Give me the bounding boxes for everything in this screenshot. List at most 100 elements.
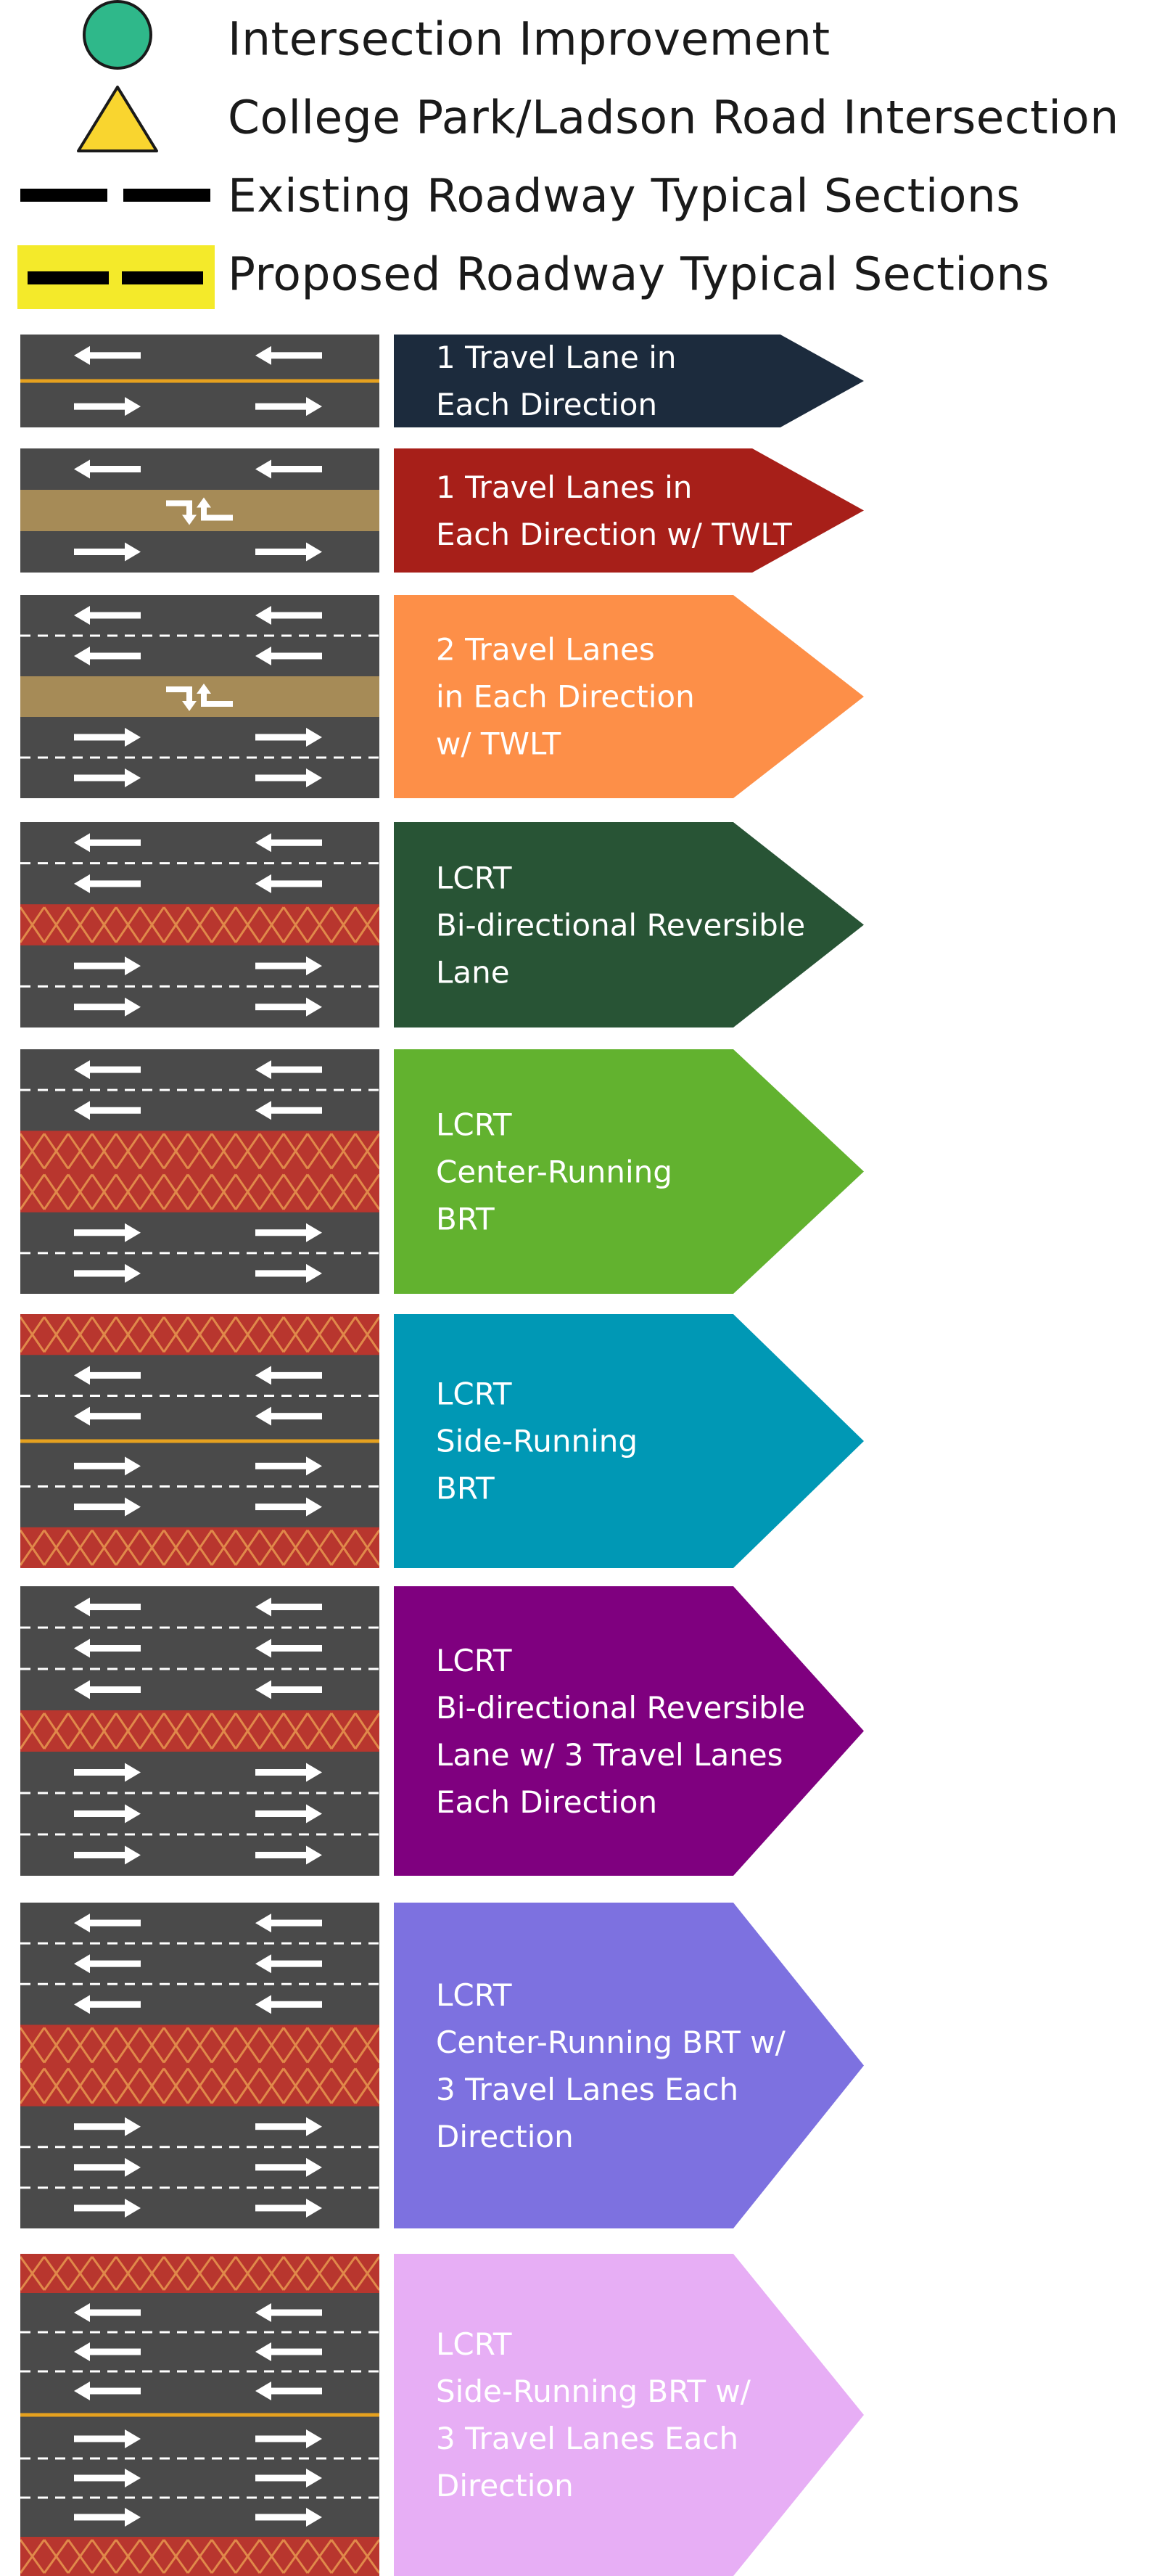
section-lcrt-reversible: LCRT Bi-directional Reversible Lane xyxy=(20,822,883,1027)
transit-lane xyxy=(20,1710,379,1752)
westbound-arrow-icon xyxy=(255,1680,322,1699)
eastbound-arrow-icon xyxy=(255,997,322,1017)
eastbound-arrow-icon xyxy=(74,768,141,787)
twlt-median xyxy=(20,676,379,717)
eastbound-arrow-icon xyxy=(74,956,141,976)
section-label: 2 Travel Lanes in Each Direction w/ TWLT xyxy=(394,595,886,798)
roadway-cross-section xyxy=(20,1903,379,2228)
section-label: LCRT Center-Running BRT w/ 3 Travel Lane… xyxy=(394,1903,886,2228)
westbound-arrow-icon xyxy=(74,1366,141,1385)
eastbound-arrow-icon xyxy=(74,2117,141,2136)
westbound-arrow-icon xyxy=(74,1638,141,1658)
legend-label: College Park/Ladson Road Intersection xyxy=(228,91,1119,144)
eastbound-arrow-icon xyxy=(255,1497,322,1517)
westbound-arrow-icon xyxy=(74,1101,141,1120)
section-lcrt-reversible-3-lanes: LCRT Bi-directional Reversible Lane w/ 3… xyxy=(20,1586,883,1876)
section-lcrt-side-brt-3-lanes: LCRT Side-Running BRT w/ 3 Travel Lanes … xyxy=(20,2254,883,2576)
westbound-arrow-icon xyxy=(74,2342,141,2362)
eastbound-arrow-icon xyxy=(255,397,322,417)
eastbound-arrow-icon xyxy=(74,1763,141,1782)
westbound-arrow-icon xyxy=(74,459,141,479)
eastbound-arrow-icon xyxy=(74,2429,141,2448)
westbound-arrow-icon xyxy=(255,1366,322,1385)
westbound-arrow-icon xyxy=(255,1913,322,1933)
section-1-lane-twlt: 1 Travel Lanes in Each Direction w/ TWLT xyxy=(20,448,883,573)
westbound-arrow-icon xyxy=(74,606,141,625)
twlt-median xyxy=(20,490,379,531)
legend-item: Existing Roadway Typical Sections xyxy=(0,157,1154,235)
eastbound-arrow-icon xyxy=(255,1263,322,1283)
section-label: LCRT Side-Running BRT xyxy=(394,1314,886,1568)
section-label-text: 1 Travel Lanes in Each Direction w/ TWLT xyxy=(436,469,792,552)
westbound-arrow-icon xyxy=(74,1913,141,1933)
westbound-arrow-icon xyxy=(74,1060,141,1080)
westbound-arrow-icon xyxy=(74,2303,141,2323)
eastbound-arrow-icon xyxy=(74,997,141,1017)
roadway-cross-section xyxy=(20,448,379,573)
eastbound-arrow-icon xyxy=(74,2157,141,2177)
transit-lane xyxy=(20,1171,379,1213)
transit-lane xyxy=(20,1314,379,1355)
eastbound-arrow-icon xyxy=(255,2507,322,2527)
eastbound-arrow-icon xyxy=(255,1804,322,1824)
eastbound-arrow-icon xyxy=(74,728,141,747)
transit-lane xyxy=(20,2254,379,2294)
center-line xyxy=(20,1439,379,1443)
section-label-text: 2 Travel Lanes in Each Direction w/ TWLT xyxy=(436,631,695,762)
two-way-left-turn-icon xyxy=(166,497,233,525)
roadway-cross-section xyxy=(20,822,379,1027)
legend-item: Proposed Roadway Typical Sections xyxy=(0,235,1154,313)
eastbound-arrow-icon xyxy=(74,2198,141,2218)
transit-lane xyxy=(20,2536,379,2576)
eastbound-arrow-icon xyxy=(74,1263,141,1283)
roadway-cross-section xyxy=(20,2254,379,2576)
section-label-text: LCRT Center-Running BRT xyxy=(436,1107,672,1236)
westbound-arrow-icon xyxy=(255,1995,322,2014)
intersection-triangle-icon xyxy=(0,78,218,157)
eastbound-arrow-icon xyxy=(255,2198,322,2218)
legend-label: Existing Roadway Typical Sections xyxy=(228,169,1021,223)
westbound-arrow-icon xyxy=(74,345,141,365)
proposed-dashed-line-icon xyxy=(0,235,218,313)
westbound-arrow-icon xyxy=(255,606,322,625)
legend-label: Proposed Roadway Typical Sections xyxy=(228,247,1050,301)
westbound-arrow-icon xyxy=(74,1995,141,2014)
section-label-text: LCRT Bi-directional Reversible Lane xyxy=(436,860,806,990)
eastbound-arrow-icon xyxy=(74,1804,141,1824)
eastbound-arrow-icon xyxy=(255,542,322,562)
section-label-text: LCRT Center-Running BRT w/ 3 Travel Lane… xyxy=(436,1977,786,2154)
westbound-arrow-icon xyxy=(255,459,322,479)
transit-lane xyxy=(20,1527,379,1568)
section-label: 1 Travel Lane in Each Direction xyxy=(394,335,886,427)
westbound-arrow-icon xyxy=(255,1638,322,1658)
section-label-text: LCRT Bi-directional Reversible Lane w/ 3… xyxy=(436,1642,806,1820)
transit-lane xyxy=(20,904,379,946)
westbound-arrow-icon xyxy=(74,1406,141,1426)
eastbound-arrow-icon xyxy=(74,542,141,562)
section-2-lane-twlt: 2 Travel Lanes in Each Direction w/ TWLT xyxy=(20,595,883,798)
section-label-text: LCRT Side-Running BRT w/ 3 Travel Lanes … xyxy=(436,2326,751,2503)
eastbound-arrow-icon xyxy=(255,1456,322,1476)
westbound-arrow-icon xyxy=(74,1597,141,1617)
eastbound-arrow-icon xyxy=(74,1223,141,1242)
eastbound-arrow-icon xyxy=(255,2157,322,2177)
roadway-cross-section xyxy=(20,335,379,427)
westbound-arrow-icon xyxy=(255,1954,322,1974)
eastbound-arrow-icon xyxy=(255,956,322,976)
section-label-text: 1 Travel Lane in Each Direction xyxy=(436,340,677,422)
eastbound-arrow-icon xyxy=(74,2468,141,2487)
eastbound-arrow-icon xyxy=(255,1845,322,1865)
eastbound-arrow-icon xyxy=(255,2117,322,2136)
two-way-left-turn-icon xyxy=(166,684,233,711)
eastbound-arrow-icon xyxy=(74,1456,141,1476)
section-label: 1 Travel Lanes in Each Direction w/ TWLT xyxy=(394,448,886,573)
legend-item: College Park/Ladson Road Intersection xyxy=(0,78,1154,157)
eastbound-arrow-icon xyxy=(255,1763,322,1782)
section-label: LCRT Bi-directional Reversible Lane w/ 3… xyxy=(394,1586,886,1876)
section-1-lane-each-direction: 1 Travel Lane in Each Direction xyxy=(20,335,883,427)
westbound-arrow-icon xyxy=(255,1597,322,1617)
legend-item: Intersection Improvement xyxy=(0,0,1154,78)
westbound-arrow-icon xyxy=(255,1060,322,1080)
eastbound-arrow-icon xyxy=(255,2468,322,2487)
